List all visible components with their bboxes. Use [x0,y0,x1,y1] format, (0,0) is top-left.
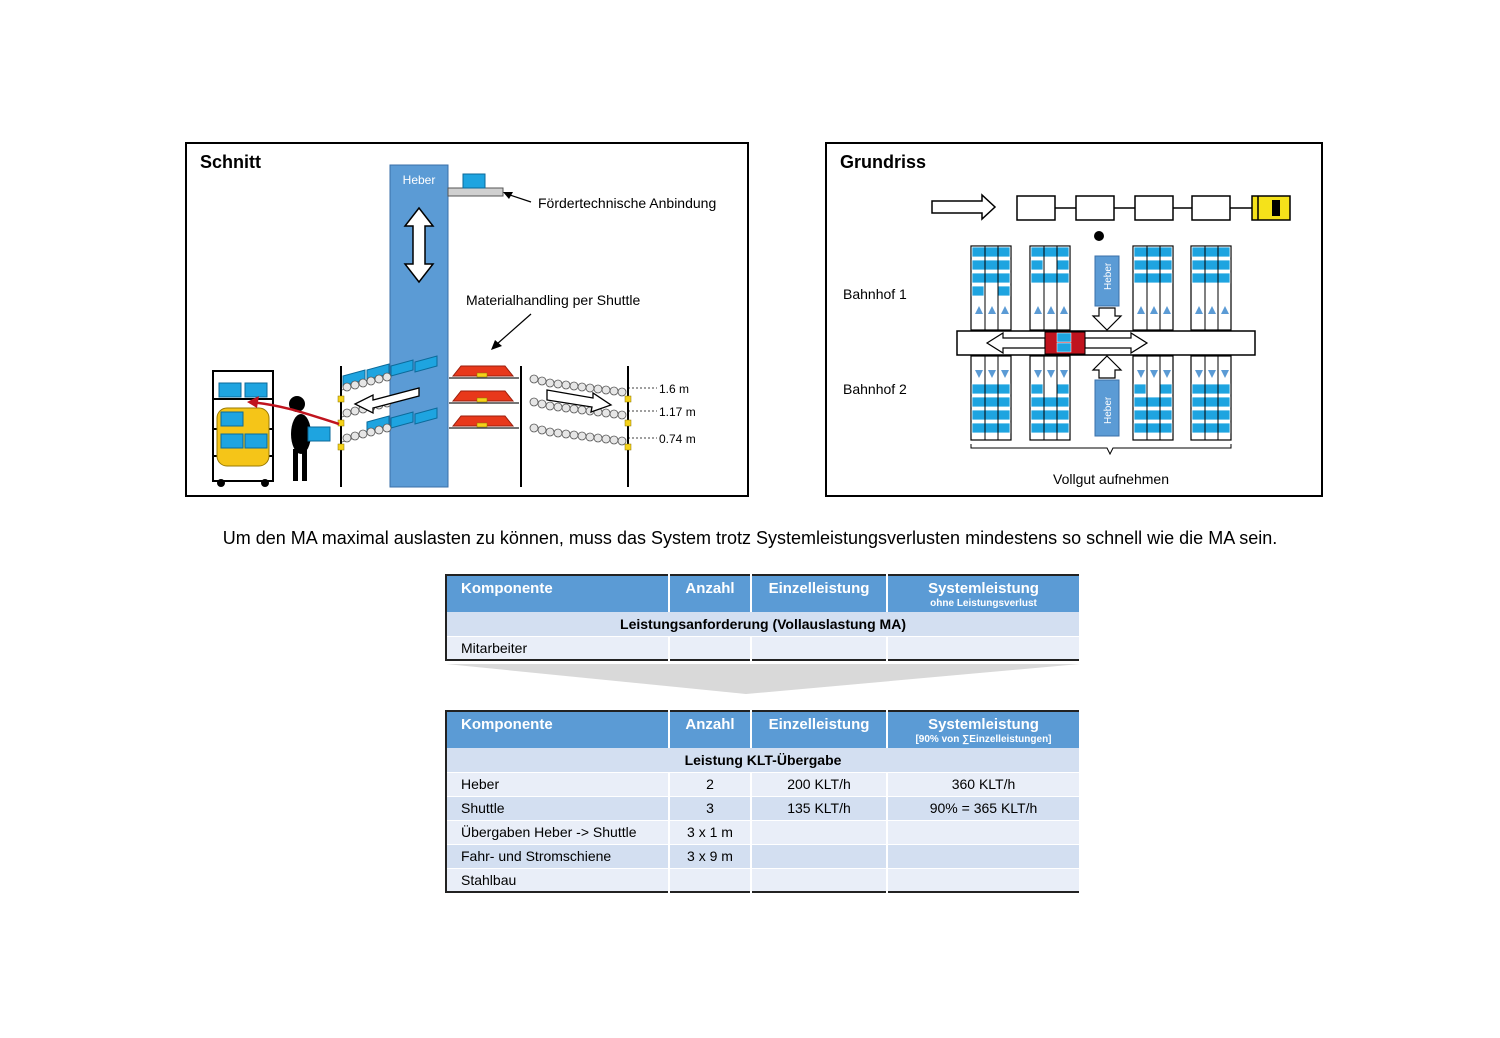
bahnhof2-label: Bahnhof 2 [843,381,907,397]
cell-einzelleistung [751,868,888,893]
grundriss-diagram: Bahnhof 1 Bahnhof 2 [843,193,1291,487]
schnitt-panel: Schnitt Heber Fördertechnische Anbindung… [185,142,749,497]
header-komponente: Komponente [446,711,670,748]
infeed-arrow [931,193,997,221]
grundriss-title: Grundriss [840,152,927,172]
cell-anzahl [669,636,752,661]
bahnhof1-label: Bahnhof 1 [843,286,907,302]
anbindung-label: Fördertechnische Anbindung [538,195,716,211]
cell-anzahl: 3 x 9 m [669,844,752,869]
cell-systemleistung [887,636,1081,661]
header-anzahl: Anzahl [669,711,752,748]
header-systemleistung-sub: ohne Leistungsverlust [930,598,1037,609]
left-flow-arrow [353,387,420,415]
cell-komponente: Stahlbau [446,868,670,893]
worker-figure [289,396,331,481]
header-anzahl: Anzahl [669,575,752,612]
right-roller-wheels [529,374,627,446]
handling-path [250,400,340,426]
cell-einzelleistung [751,844,888,869]
upper-lift [1094,255,1120,307]
header-systemleistung-label: Systemleistung [928,580,1039,597]
cell-systemleistung [887,820,1081,845]
table-row: Stahlbau [446,868,1081,893]
cell-komponente: Mitarbeiter [446,636,670,661]
conveyor-chain [1016,195,1252,221]
performance-table: Komponente Anzahl Einzelleistung Systeml… [445,710,1081,893]
schnitt-diagram: Heber Fördertechnische Anbindung Materia… [212,164,716,488]
height-label-1: 1.6 m [659,382,689,396]
vollgut-bracket [970,444,1232,456]
upper-rack-dividers [984,246,1219,330]
cell-anzahl: 3 [669,796,752,821]
requirement-table: Komponente Anzahl Einzelleistung Systeml… [445,574,1081,661]
cell-anzahl: 2 [669,772,752,797]
shuttle-label: Materialhandling per Shuttle [466,292,641,308]
cell-systemleistung [887,868,1081,893]
header-komponente: Komponente [446,575,670,612]
cell-komponente: Heber [446,772,670,797]
cart-content [216,382,270,487]
cell-anzahl: 3 x 1 m [669,820,752,845]
cell-komponente: Fahr- und Stromschiene [446,844,670,869]
conveyor-box [462,173,486,189]
cell-systemleistung: 360 KLT/h [887,772,1081,797]
table-header: Komponente Anzahl Einzelleistung Systeml… [446,711,1081,748]
grundriss-panel: Grundriss Bahnhof 1 Bahnhof 2 [825,142,1323,497]
funnel-connector [446,664,1080,694]
header-systemleistung-label: Systemleistung [928,716,1039,733]
cell-einzelleistung [751,820,888,845]
vollgut-label: Vollgut aufnehmen [1053,471,1169,487]
cell-komponente: Shuttle [446,796,670,821]
lower-triangles [975,370,1229,378]
table-row: Fahr- und Stromschiene 3 x 9 m [446,844,1081,869]
upper-lift-label: Heber [1103,262,1114,290]
lift-label: Heber [403,173,436,187]
cell-einzelleistung [751,636,888,661]
table-row: Mitarbeiter [446,636,1081,661]
cell-komponente: Übergaben Heber -> Shuttle [446,820,670,845]
table-header: Komponente Anzahl Einzelleistung Systeml… [446,575,1081,612]
table-row: Heber 2 200 KLT/h 360 KLT/h [446,772,1081,797]
table-row: Shuttle 3 135 KLT/h 90% = 365 KLT/h [446,796,1081,821]
cell-systemleistung: 90% = 365 KLT/h [887,796,1081,821]
conveyor-connection [447,187,504,197]
section-row: Leistung KLT-Übergabe [446,748,1081,773]
shuttles [451,365,515,427]
height-label-2: 1.17 m [659,405,696,419]
lift-arrow [403,206,435,284]
height-label-3: 0.74 m [659,432,696,446]
lift-column [389,164,449,488]
header-einzelleistung: Einzelleistung [751,711,888,748]
lower-lift [1094,379,1120,437]
lower-lift-label: Heber [1103,396,1114,424]
statement-text: Um den MA maximal auslasten zu können, m… [222,528,1278,548]
section-row: Leistungsanforderung (Vollauslastung MA) [446,612,1081,637]
schnitt-title: Schnitt [200,152,261,172]
right-flow-arrow [546,389,613,413]
header-systemleistung-sub: [90% von ∑Einzelleistungen] [915,734,1052,745]
cell-anzahl [669,868,752,893]
header-einzelleistung: Einzelleistung [751,575,888,612]
table-row: Übergaben Heber -> Shuttle 3 x 1 m [446,820,1081,845]
section-label: Leistungsanforderung (Vollauslastung MA) [446,612,1081,637]
cell-einzelleistung: 200 KLT/h [751,772,888,797]
header-systemleistung: Systemleistung[90% von ∑Einzelleistungen… [887,711,1081,748]
cell-einzelleistung: 135 KLT/h [751,796,888,821]
section-label: Leistung KLT-Übergabe [446,748,1081,773]
cell-systemleistung [887,844,1081,869]
upper-triangles [975,306,1229,314]
